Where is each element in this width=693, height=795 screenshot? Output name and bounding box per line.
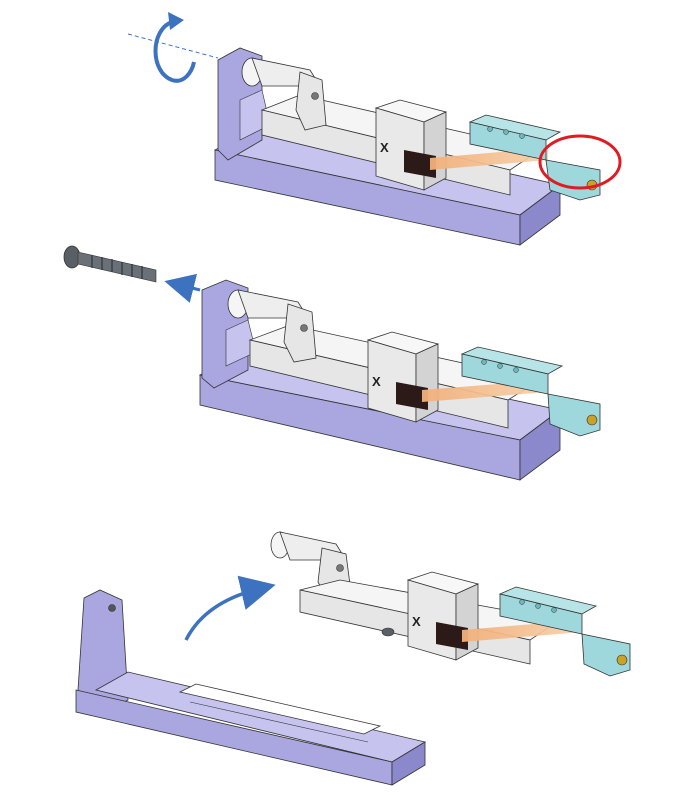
carriage-side xyxy=(415,343,439,423)
screw-head xyxy=(63,245,81,269)
carriage-window xyxy=(396,382,428,410)
optic-end-fork xyxy=(545,159,601,201)
base-end-face xyxy=(519,409,561,481)
post-bracket xyxy=(283,303,317,363)
optic-screw-1 xyxy=(481,359,487,365)
separate-arrow xyxy=(184,575,276,641)
optic-end-fork xyxy=(581,633,631,677)
separated-base-slot-end xyxy=(189,701,369,743)
optic-brass-fitting xyxy=(586,414,598,426)
optic-screw-3 xyxy=(519,133,525,139)
highlight-circle xyxy=(538,134,622,190)
separated-base-end xyxy=(391,741,426,786)
carriage-mark: X xyxy=(372,374,381,389)
step-3-assembly: X xyxy=(75,531,631,786)
carriage-window xyxy=(404,150,436,178)
separated-base-slot xyxy=(178,683,382,735)
carriage-side xyxy=(423,111,447,191)
carriage-mark: X xyxy=(412,614,421,629)
post-bracket-hole xyxy=(311,92,319,100)
carriage-window xyxy=(436,622,468,650)
optic-screw-1 xyxy=(519,599,525,605)
rotate-arrow-icon xyxy=(153,20,196,83)
optic-screw-1 xyxy=(487,126,493,132)
optic-brass-fitting xyxy=(616,654,628,666)
screw-shaft xyxy=(77,251,157,283)
base-end-face xyxy=(519,184,561,246)
rotate-arrow-head-icon xyxy=(168,12,184,30)
separated-base-hole xyxy=(108,604,116,612)
optic-end-fork xyxy=(547,393,601,437)
optic-screw-3 xyxy=(551,607,557,613)
step-2-assembly: X xyxy=(63,245,601,481)
screw-threads xyxy=(91,255,143,279)
optic-screw-2 xyxy=(497,363,503,369)
remove-screw-arrow xyxy=(164,273,201,303)
optic-screw-3 xyxy=(513,367,519,373)
post-bracket xyxy=(295,71,327,131)
optic-screw-2 xyxy=(535,603,541,609)
rotation-axis-line xyxy=(127,33,219,59)
optic-screw-2 xyxy=(503,129,509,135)
post-bracket-hole xyxy=(300,324,308,332)
post-bracket-hole xyxy=(336,564,344,572)
step-1-assembly: X xyxy=(127,12,622,246)
carrier-bottom-pin xyxy=(381,627,395,637)
carriage-mark: X xyxy=(380,140,389,155)
